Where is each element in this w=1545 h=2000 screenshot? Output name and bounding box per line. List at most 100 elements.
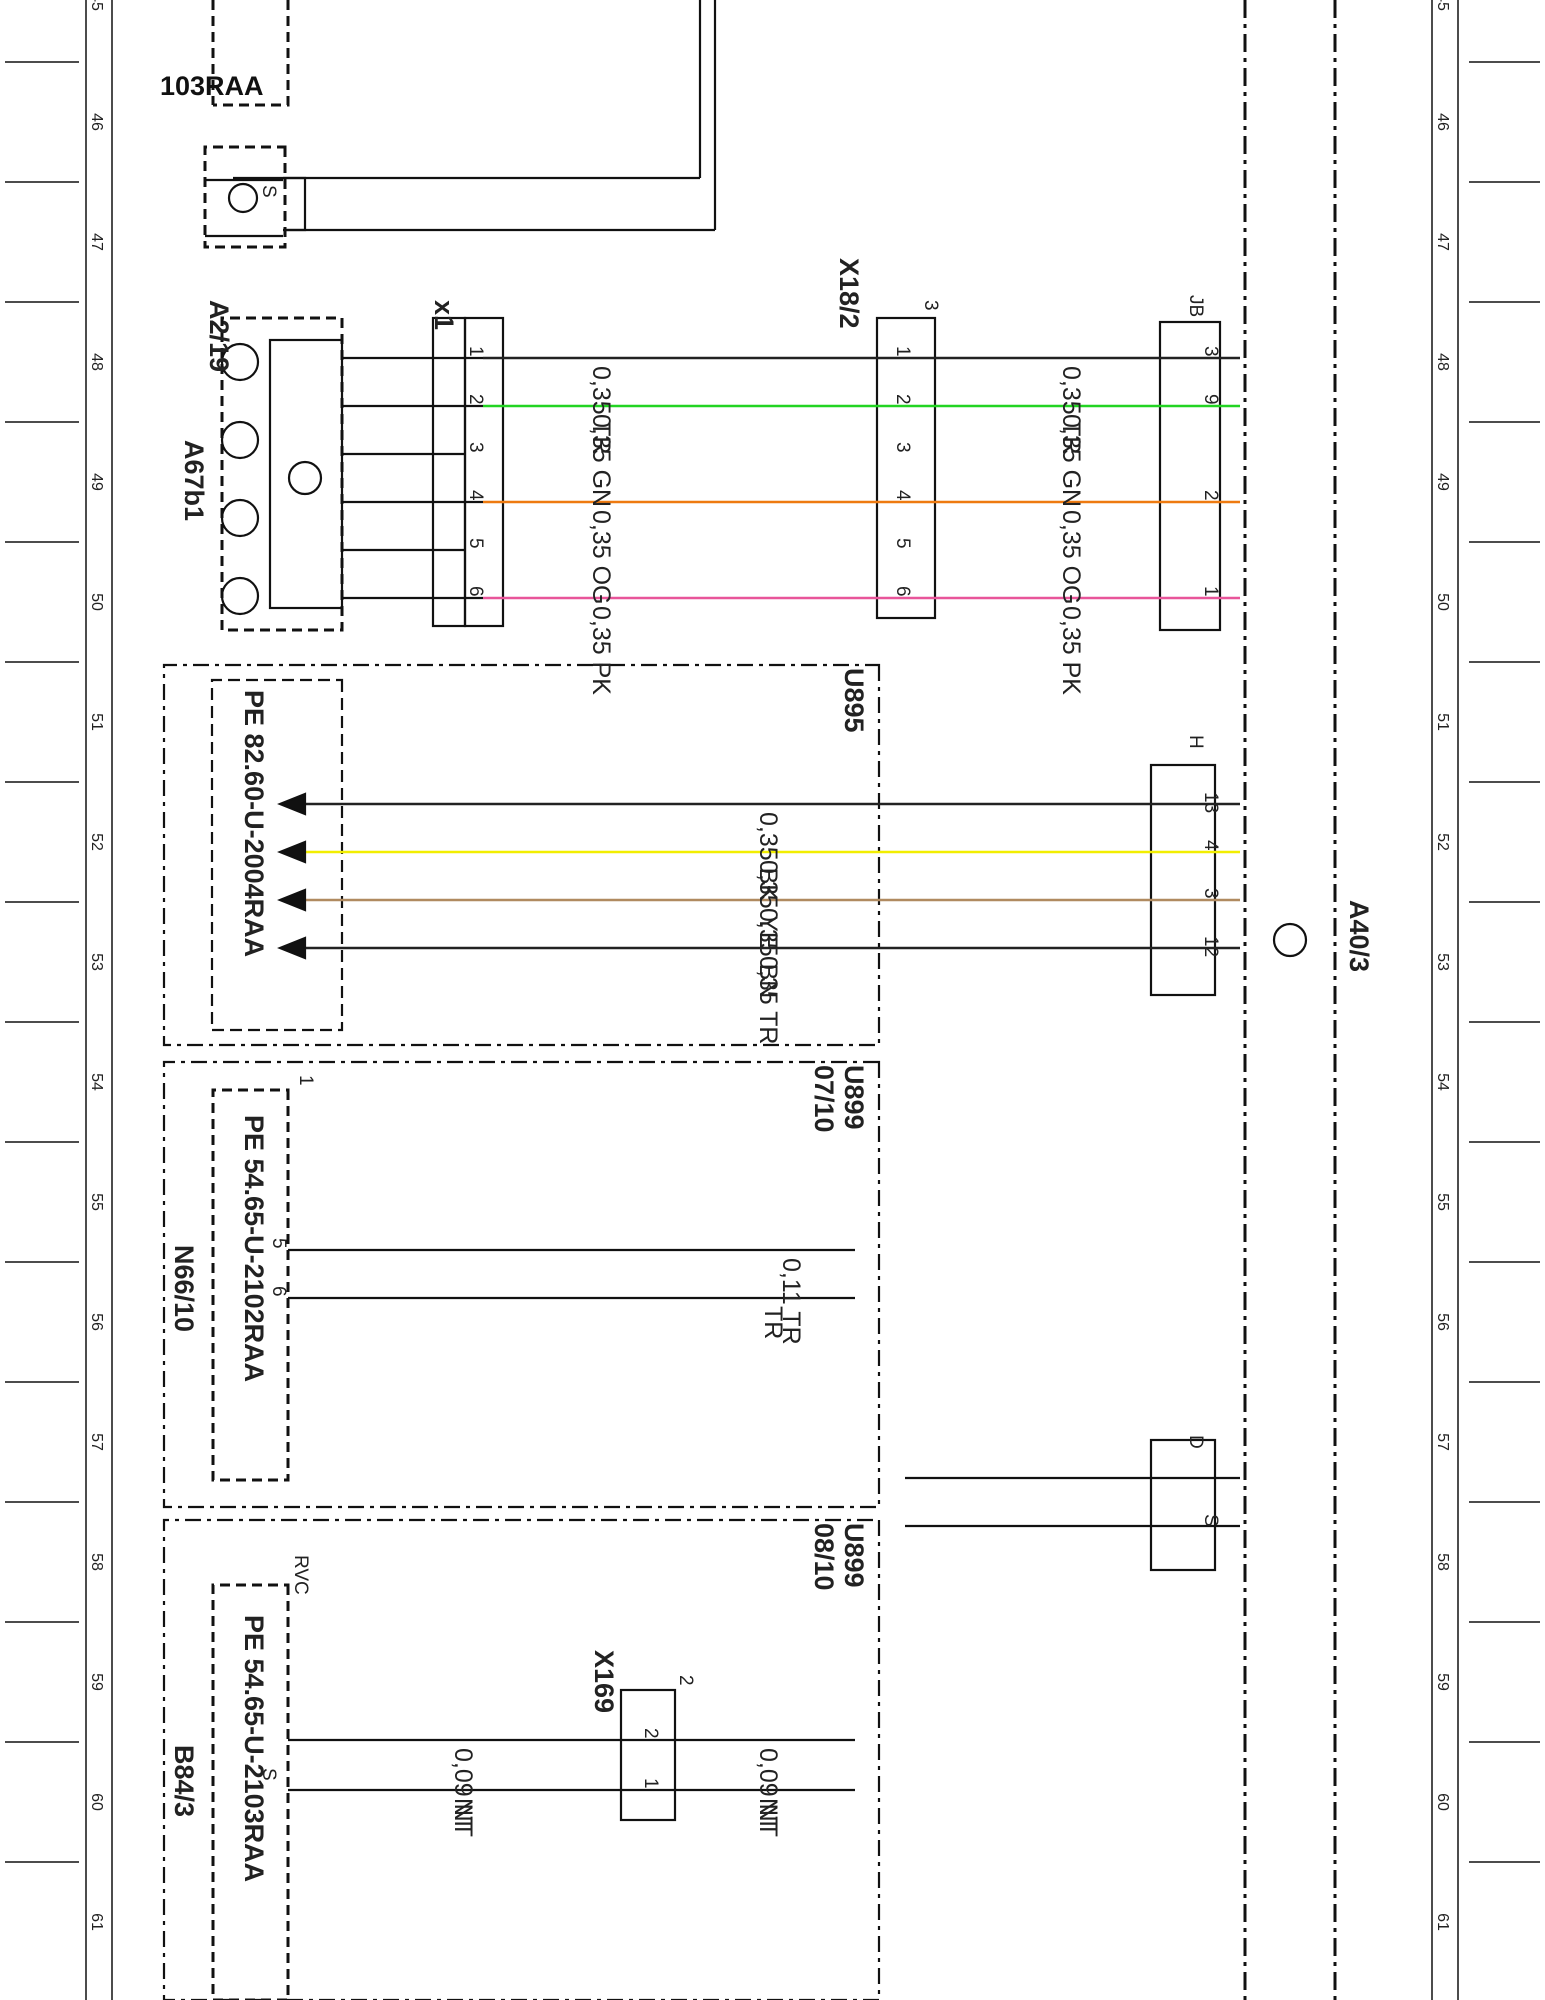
x18-2-pin-number: 6 (892, 586, 913, 597)
zone-number: 60 (1434, 1793, 1451, 1811)
b84-3-label: B84/3 (169, 1745, 199, 1817)
a67b1-label: A67b1 (179, 440, 209, 521)
wire-label: 0,11 TR (777, 1258, 805, 1345)
u899-b-label: U899 (839, 1523, 869, 1588)
h-pin-number: 4 (1200, 840, 1221, 851)
n66-pin-number: 6 (268, 1286, 289, 1297)
zone-number: 55 (88, 1193, 105, 1211)
b84-pe-reference: PE 54.65-U-2103RAA (239, 1615, 269, 1882)
n66-10-label: N66/10 (169, 1245, 199, 1332)
a67b1-module (220, 316, 344, 632)
x169-top-label: 2 (675, 1675, 696, 1686)
u895-frame (162, 663, 881, 1047)
zone-number: 54 (88, 1073, 105, 1091)
jb-pin-number: 2 (1200, 490, 1221, 501)
a40-3-label: A40/3 (1344, 900, 1374, 972)
x169-connector (619, 1688, 677, 1822)
zone-number: 48 (88, 353, 105, 371)
u899-b-frame (162, 1518, 881, 2000)
arrow-head (277, 936, 307, 960)
x169-pin-number: 2 (640, 1728, 661, 1739)
x169-label: X169 (589, 1650, 619, 1713)
a2-19-sensor (203, 0, 717, 249)
wire-label: TR (759, 1306, 787, 1339)
x18-2-pin-number: 1 (892, 346, 913, 357)
u899-a-frame (162, 1060, 881, 1509)
u899-a-label: U899 (839, 1065, 869, 1130)
zone-number: 47 (1434, 233, 1451, 251)
wire-label: 0,35 BN (754, 908, 782, 998)
jb-pin-number: 1 (1200, 586, 1221, 597)
h-pin-number: 13 (1200, 792, 1221, 813)
jb-label: JB (1185, 295, 1206, 317)
wire-label: 0,35 BK (754, 812, 782, 901)
wire-label: 0,35 TR (587, 366, 615, 454)
n66-pe-reference: PE 54.65-U-2102RAA (239, 1115, 269, 1382)
arrow-head (277, 888, 307, 912)
jb-pin-number: 3 (1200, 346, 1221, 357)
a2-19-pin-number: S (258, 185, 279, 198)
zone-number: 46 (1434, 113, 1451, 131)
jb-connector (1158, 320, 1222, 632)
zone-number: 52 (88, 833, 105, 851)
n66-pin-number: 5 (268, 1238, 289, 1249)
u895-label: U895 (839, 668, 869, 733)
x18-2-pin-number: 4 (892, 490, 913, 501)
h-pin-number: 12 (1200, 936, 1221, 957)
zone-number: 51 (1434, 713, 1451, 731)
zone-number: 45 (88, 0, 105, 11)
zone-number: 49 (1434, 473, 1451, 491)
u899-b-date: 08/10 (809, 1523, 839, 1591)
wire-label: NT (449, 1798, 477, 1831)
x1-pin-number: 4 (465, 490, 486, 501)
wire-label: 0,09 NT (754, 1748, 782, 1837)
zone-number: 56 (88, 1313, 105, 1331)
x18-2-top-label: 3 (920, 300, 941, 311)
wire-label: 0,35 TR (754, 956, 782, 1044)
top-ref-label: 103RAA (160, 71, 264, 101)
h-connector (1149, 763, 1217, 997)
x1-pin-number: 3 (465, 442, 486, 453)
x169-pin-number: 1 (640, 1778, 661, 1789)
jb-pin-number: 9 (1200, 394, 1221, 405)
top-reference-block: 103RAA (160, 0, 290, 107)
zone-number: 54 (1434, 1073, 1451, 1091)
n66-top-label: 1 (295, 1075, 316, 1086)
u895-pe-reference: PE 82.60-U-2004RAA (239, 690, 269, 957)
u899-a-date: 07/10 (809, 1065, 839, 1133)
a2-19-label: A2/19 (204, 300, 234, 372)
h-pin-number: 3 (1200, 888, 1221, 899)
zone-number: 56 (1434, 1313, 1451, 1331)
wire-label: 0,35 YE (754, 860, 782, 949)
zone-number: 58 (88, 1553, 105, 1571)
zone-number: 53 (1434, 953, 1451, 971)
x1-pin-number: 2 (465, 394, 486, 405)
zone-number: 59 (1434, 1673, 1451, 1691)
d-label: D (1185, 1435, 1206, 1449)
rvc-label: RVC (290, 1555, 311, 1595)
wire-label: 0,35 GN (587, 414, 615, 507)
wire-label: 0,09 NT (449, 1748, 477, 1837)
wire-group (277, 356, 1240, 1792)
zone-number: 50 (88, 593, 105, 611)
zone-number: 61 (88, 1913, 105, 1931)
arrow-head (277, 792, 307, 816)
arrow-head (277, 840, 307, 864)
zone-number: 50 (1434, 593, 1451, 611)
wire-label: 0,35 OG (587, 510, 615, 605)
zone-number: 57 (88, 1433, 105, 1451)
x1-pin-number: 6 (465, 586, 486, 597)
zone-number: 52 (1434, 833, 1451, 851)
wire-label: 0,35 TR (1057, 366, 1085, 454)
x18-2-pin-number: 3 (892, 442, 913, 453)
x1-label: x1 (429, 300, 459, 330)
h-label: H (1185, 735, 1206, 749)
x18-2-pin-number: 2 (892, 394, 913, 405)
zone-number: 61 (1434, 1913, 1451, 1931)
x18-2-connector (875, 316, 937, 620)
wire-label: 0,35 GN (1057, 414, 1085, 507)
zone-number: 57 (1434, 1433, 1451, 1451)
